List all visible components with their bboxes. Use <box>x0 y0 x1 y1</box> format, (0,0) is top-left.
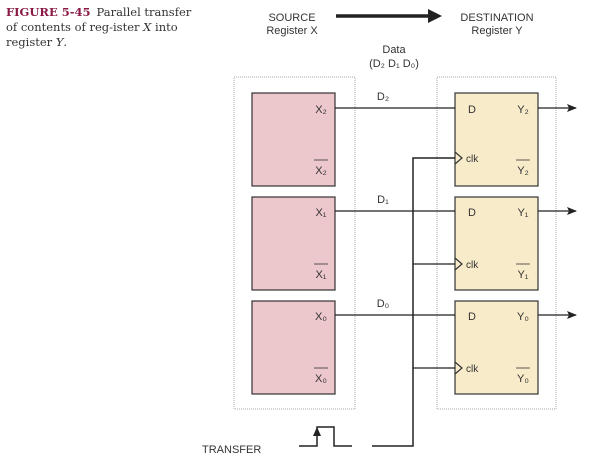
y2-bar-label: Y₂ <box>517 165 529 177</box>
d0-label: D₀ <box>377 298 390 310</box>
y1-clk-label: clk <box>466 260 479 271</box>
caption-var-x: X <box>143 20 152 34</box>
x0-bar-label: X₀ <box>315 373 327 385</box>
source-label: SOURCE <box>268 12 315 24</box>
y0-output-label: Y₀ <box>517 311 529 323</box>
destination-flipflop-2: D Y₂ clk Y₂ <box>454 92 539 187</box>
clock-triangle-icon <box>454 361 463 375</box>
caption-text-1: Parallel transfer of contents of reg-ist… <box>6 5 192 34</box>
clock-triangle-icon <box>454 151 463 165</box>
destination-flipflop-0: D Y₀ clk Y₀ <box>454 300 539 395</box>
transfer-label: TRANSFER <box>202 444 261 456</box>
y1-bar-label: Y₁ <box>517 269 528 281</box>
d1-label: D₁ <box>377 194 389 206</box>
arrowhead-icon <box>428 9 442 23</box>
y0-clk-label: clk <box>466 364 479 375</box>
x2-bar-label: X₂ <box>315 165 327 177</box>
source-register-container <box>233 76 356 410</box>
x2-output-label: X₂ <box>315 104 327 116</box>
figure-label: FIGURE 5-45 <box>6 5 91 19</box>
destination-label: DESTINATION <box>460 12 533 24</box>
source-flipflop-2: X₂ X₂ <box>251 92 336 187</box>
data-bits-label: (D₂ D₁ D₀) <box>369 58 419 70</box>
x1-bar-label: X₁ <box>315 269 326 281</box>
caption-text-2: into register <box>6 20 178 49</box>
rising-edge-arrow-icon <box>313 427 321 436</box>
caption-text-3: . <box>63 35 68 49</box>
y1-output-label: Y₁ <box>517 207 528 219</box>
destination-register-label: Register Y <box>471 25 523 37</box>
destination-flipflop-1: D Y₁ clk Y₁ <box>454 196 539 291</box>
x0-output-label: X₀ <box>315 311 327 323</box>
y0-bar-label: Y₀ <box>517 373 529 385</box>
source-flipflop-0: X₀ X₀ <box>251 300 336 395</box>
clock-triangle-icon <box>454 257 463 271</box>
y2-clk-label: clk <box>466 154 479 165</box>
transfer-pulse-icon <box>299 426 352 447</box>
source-flipflop-1: X₁ X₁ <box>251 196 336 291</box>
d2-label: D₂ <box>377 91 389 103</box>
y2-d-input-label: D <box>468 104 476 116</box>
clock-bus-line <box>372 157 455 447</box>
y2-output-label: Y₂ <box>517 104 529 116</box>
y1-d-input-label: D <box>468 207 476 219</box>
x1-output-label: X₁ <box>315 207 326 219</box>
source-register-label: Register X <box>266 25 318 37</box>
destination-register-container <box>436 76 557 410</box>
caption-var-y: Y <box>55 35 64 49</box>
data-label: Data <box>382 44 406 56</box>
y0-d-input-label: D <box>468 311 476 323</box>
